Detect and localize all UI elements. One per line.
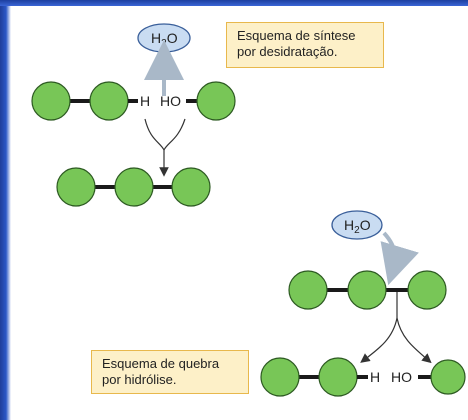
- slide-top-bar: [0, 0, 468, 6]
- hydrolysis-caption-line2: por hidrólise.: [102, 372, 177, 387]
- monomer-circle: [89, 81, 129, 121]
- monomer-circle: [347, 270, 387, 310]
- monomer-circle: [171, 167, 211, 207]
- hydrolysis-water: H2O: [331, 210, 383, 240]
- hydrolysis-ho-label: HO: [391, 369, 412, 385]
- synthesis-merge-arrow-right: [163, 118, 186, 151]
- hydrolysis-split-arrow-left: [360, 317, 398, 363]
- synthesis-caption-line1: Esquema de síntese: [237, 28, 356, 43]
- synthesis-reactant-right: HO: [160, 81, 236, 121]
- monomer-circle: [31, 81, 71, 121]
- synthesis-water: H2O: [137, 23, 191, 53]
- synthesis-reactant-left: H: [31, 81, 150, 121]
- monomer-circle: [196, 81, 236, 121]
- monomer-circle: [56, 167, 96, 207]
- hydrolysis-reactant-chain: [288, 270, 447, 310]
- monomer-circle: [318, 357, 358, 397]
- synthesis-caption-line2: por desidratação.: [237, 44, 338, 59]
- synthesis-merge-arrow-left: [144, 118, 165, 151]
- synthesis-product-chain: [56, 167, 211, 207]
- synthesis-caption: Esquema de síntese por desidratação.: [226, 22, 384, 68]
- hydrolysis-product-left: H: [260, 357, 380, 397]
- hydrolysis-product-right: HO: [391, 359, 466, 395]
- hydrolysis-h-label: H: [370, 369, 380, 385]
- hydrolysis-caption-line1: Esquema de quebra: [102, 356, 220, 371]
- monomer-circle: [407, 270, 447, 310]
- hydrolysis-split-arrow-right: [396, 317, 432, 364]
- hydrolysis-water-add-arrow: [380, 231, 419, 286]
- monomer-circle: [260, 357, 300, 397]
- synthesis-h-label: H: [140, 93, 150, 109]
- monomer-circle: [430, 359, 466, 395]
- synthesis-ho-label: HO: [160, 93, 181, 109]
- monomer-circle: [288, 270, 328, 310]
- monomer-circle: [114, 167, 154, 207]
- hydrolysis-caption: Esquema de quebra por hidrólise.: [91, 350, 249, 394]
- hydrolysis-water-label: H2O: [344, 217, 371, 236]
